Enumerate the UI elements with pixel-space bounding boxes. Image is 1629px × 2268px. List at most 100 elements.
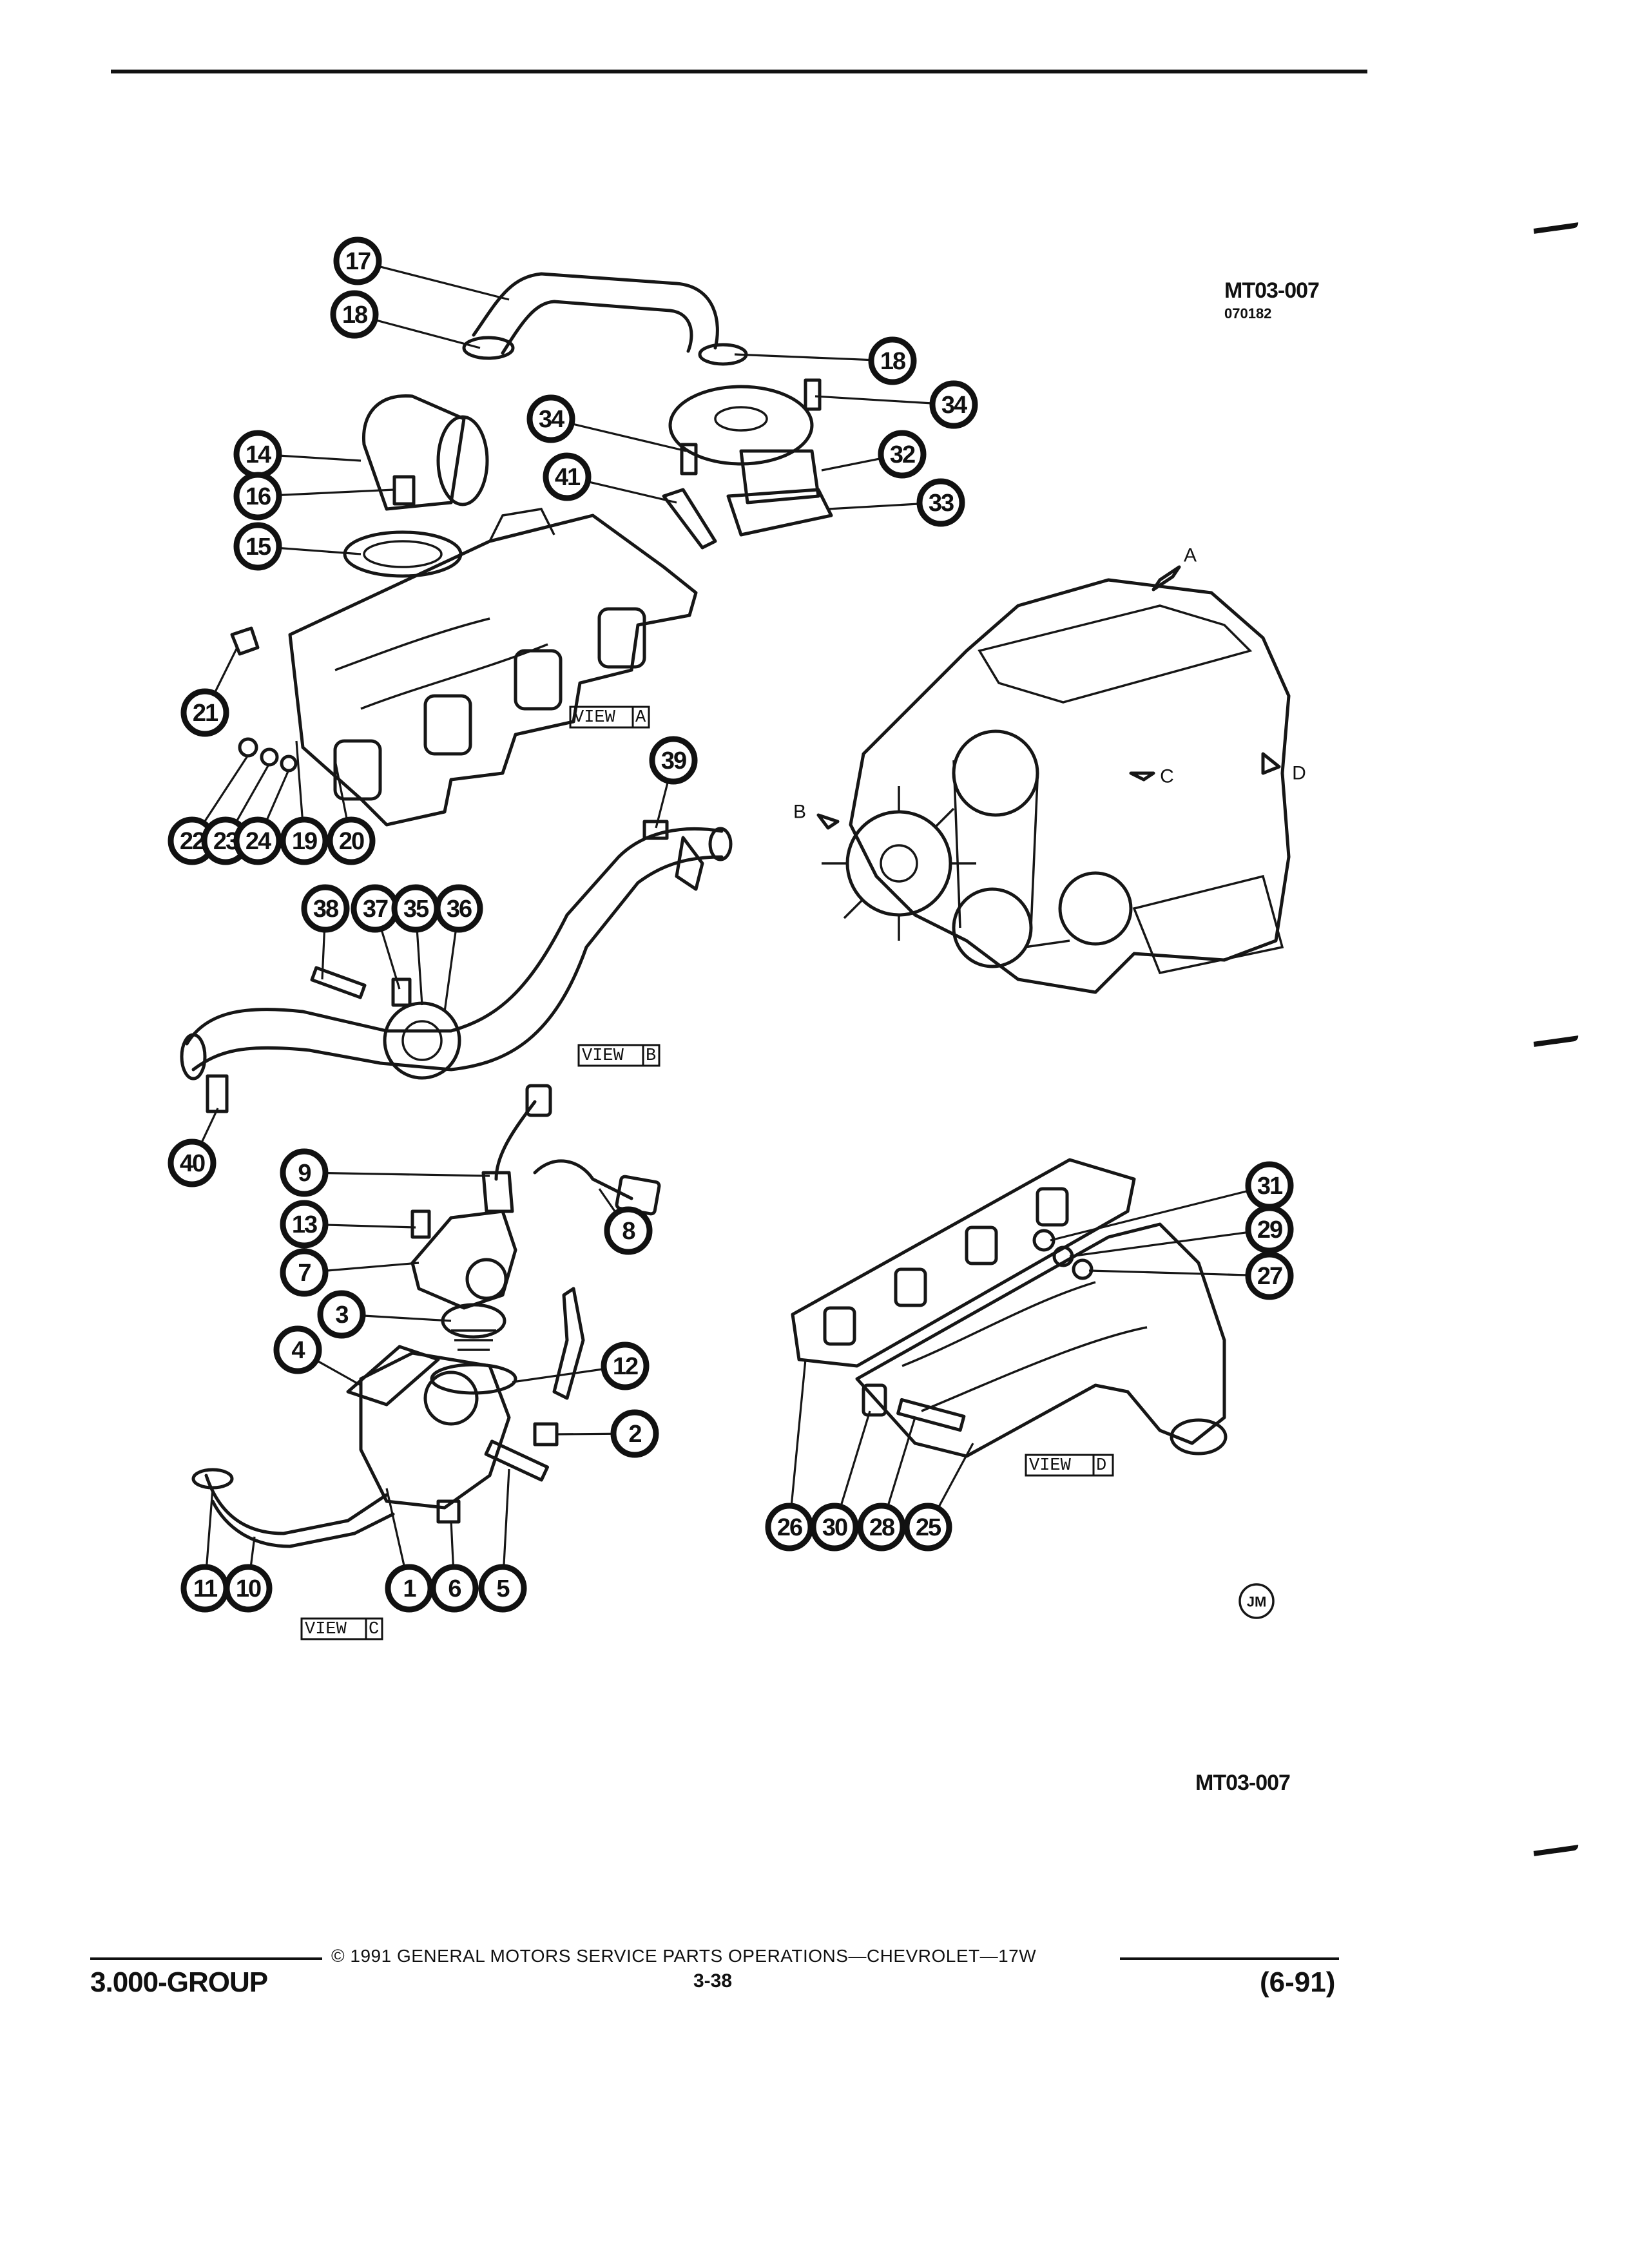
callout-6: 6 <box>430 1564 479 1613</box>
view-b-arrow-label: B <box>793 802 805 823</box>
manifold-port-4 <box>597 607 646 669</box>
bypass-tube <box>552 1287 585 1400</box>
view-d-box <box>1025 1454 1114 1477</box>
callout-ring <box>857 1503 906 1552</box>
callout-29: 29 <box>1245 1205 1294 1254</box>
view-b-box <box>577 1044 660 1067</box>
callout-28: 28 <box>857 1503 906 1552</box>
clamp-11 <box>191 1468 234 1490</box>
callout-36: 36 <box>434 884 483 933</box>
callout-21: 21 <box>180 688 229 737</box>
callout-ring <box>1245 1251 1294 1300</box>
thermostat-housing <box>359 1351 511 1510</box>
callout-ring <box>810 1503 859 1552</box>
callout-number: 1 <box>403 1575 416 1602</box>
view-b-arrow <box>816 813 840 830</box>
callout-17: 17 <box>333 236 382 285</box>
intake-manifold <box>288 514 698 827</box>
spacer-32 <box>739 449 820 505</box>
pipe-end-left <box>180 1033 207 1081</box>
callout-ring <box>280 1248 329 1297</box>
callout-ring <box>180 688 229 737</box>
callout-ring <box>333 236 382 285</box>
exhaust-gasket-26 <box>791 1158 1136 1368</box>
gasket-4 <box>346 1345 440 1407</box>
gasket-port-1 <box>823 1306 856 1346</box>
callout-31: 31 <box>1245 1161 1294 1210</box>
hose-clamp-left <box>462 336 515 360</box>
sensor-harness-8 <box>533 1159 633 1200</box>
pipe-flange-bore <box>401 1020 443 1061</box>
callout-24: 24 <box>233 816 282 865</box>
view-a-arrow <box>1152 565 1181 591</box>
callout-ring <box>330 290 379 339</box>
callout-number: 26 <box>777 1514 802 1541</box>
callout-ring <box>868 336 917 385</box>
callout-number: 28 <box>869 1514 894 1541</box>
callout-ring <box>610 1409 659 1458</box>
callout-34: 34 <box>526 394 575 443</box>
manifold-port-2 <box>423 694 472 756</box>
view-b-word: VIEW <box>582 1046 624 1066</box>
callout-number: 20 <box>339 828 364 855</box>
upper-radiator-hose <box>472 272 719 355</box>
callout-32: 32 <box>878 430 927 479</box>
callout-35: 35 <box>391 884 440 933</box>
callout-ring <box>273 1325 322 1374</box>
callout-ring <box>649 736 698 785</box>
callout-26: 26 <box>765 1503 814 1552</box>
callout-25: 25 <box>903 1503 952 1552</box>
view-d-arrow-label: D <box>1292 763 1306 784</box>
callout-ring <box>604 1206 653 1255</box>
callout-number: 11 <box>193 1575 218 1602</box>
callout-ring <box>916 478 965 527</box>
callout-10: 10 <box>224 1564 273 1613</box>
callout-number: 32 <box>890 441 915 468</box>
callout-number: 30 <box>822 1514 847 1541</box>
callout-number: 5 <box>496 1575 510 1602</box>
callout-ring <box>478 1564 527 1613</box>
view-d-arrow <box>1261 752 1281 775</box>
callout-5: 5 <box>478 1564 527 1613</box>
callout-14: 14 <box>233 430 282 479</box>
callout-ring <box>317 1290 366 1339</box>
bracket-41 <box>662 488 717 550</box>
washer-24 <box>280 754 298 773</box>
callout-18: 18 <box>868 336 917 385</box>
callout-ring <box>434 884 483 933</box>
footer-group: 3.000-GROUP <box>90 1966 268 1998</box>
elbow-port <box>436 415 489 506</box>
callout-ring <box>233 816 282 865</box>
callout-number: 19 <box>292 828 317 855</box>
pipe-bracket <box>675 836 704 891</box>
callout-ring <box>929 380 978 429</box>
thermo-switch-9 <box>481 1171 514 1213</box>
callout-ring <box>280 1148 329 1197</box>
callout-ring <box>903 1503 952 1552</box>
callout-number: 41 <box>555 464 581 491</box>
figure-ref-bottom: MT03-007 <box>1195 1771 1291 1795</box>
outlet-gasket-inner <box>363 540 443 568</box>
callout-33: 33 <box>916 478 965 527</box>
callout-2: 2 <box>610 1409 659 1458</box>
stud-38 <box>310 966 367 999</box>
manifold-ribs <box>334 508 555 710</box>
top-rule <box>111 70 1367 73</box>
water-outlet-elbow <box>361 394 466 511</box>
engine-block-outline <box>849 578 1291 994</box>
exhaust-outlet <box>1170 1418 1228 1456</box>
callout-number: 38 <box>313 896 338 923</box>
callout-number: 12 <box>613 1353 638 1380</box>
callout-number: 16 <box>246 483 271 510</box>
callout-number: 14 <box>246 441 271 468</box>
callout-ring <box>233 522 282 571</box>
view-a-letter: A <box>635 708 646 727</box>
leader-line <box>1069 1228 1270 1258</box>
cover-outlet <box>465 1258 508 1300</box>
callout-39: 39 <box>649 736 698 785</box>
callout-number: 29 <box>1257 1216 1282 1244</box>
callout-ring <box>430 1564 479 1613</box>
callout-15: 15 <box>233 522 282 571</box>
